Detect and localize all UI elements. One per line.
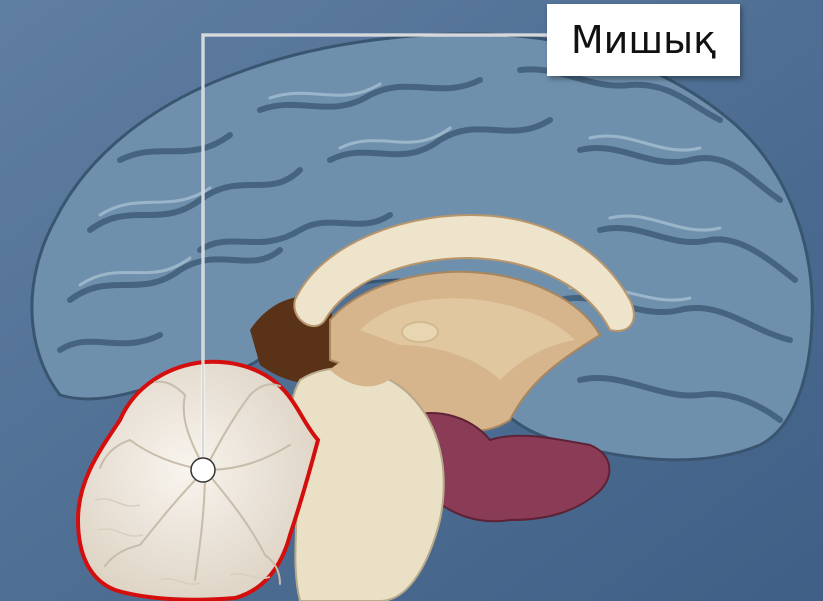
callout-label-text: Мишық	[571, 18, 716, 62]
callout-label: Мишық	[547, 4, 740, 76]
leader-anchor-dot	[191, 458, 215, 482]
